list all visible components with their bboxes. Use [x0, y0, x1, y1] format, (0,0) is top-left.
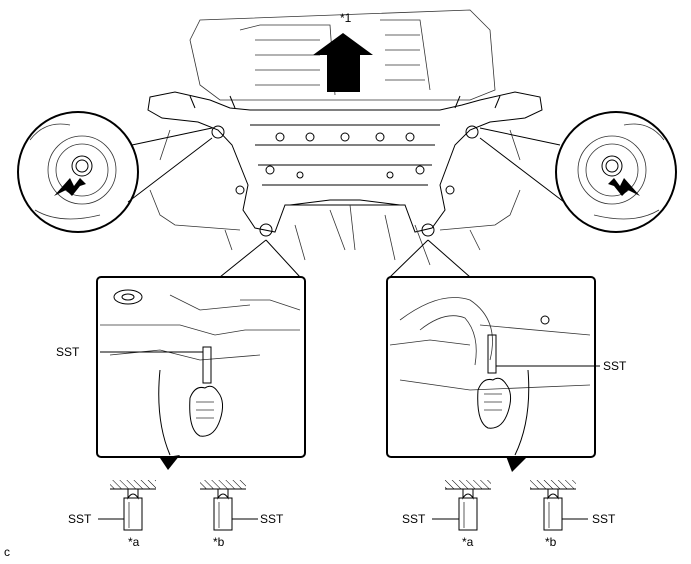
- sst-label-right-a: SST: [402, 512, 426, 526]
- left-zoom-view: [96, 239, 306, 470]
- tool-figure-right-b: [530, 480, 576, 531]
- right-bolt-detail: [479, 111, 677, 233]
- right-zoom-view: [386, 239, 600, 472]
- left-sst-label: SST: [56, 345, 80, 359]
- sst-label-left-a: SST: [68, 512, 92, 526]
- right-arrow-pointer: [608, 178, 640, 196]
- tool-figure-left-b: [200, 480, 246, 531]
- sst-label-right-b: SST: [592, 512, 616, 526]
- caption-a-right: *a: [462, 535, 474, 549]
- tool-figure-left-a: [110, 480, 156, 531]
- caption-b-right: *b: [545, 535, 557, 549]
- left-bolt-detail: [17, 111, 213, 233]
- suspension-member: [147, 91, 543, 266]
- caption-b-left: *b: [213, 535, 225, 549]
- front-direction-arrow: [313, 33, 373, 92]
- left-arrow-pointer: [54, 178, 86, 196]
- front-marker-label: *1: [340, 11, 352, 25]
- caption-a-left: *a: [128, 535, 140, 549]
- illustration-code: c: [4, 545, 10, 559]
- tool-figure-right-a: [445, 480, 491, 531]
- right-sst-label: SST: [603, 359, 627, 373]
- sst-label-left-b: SST: [260, 512, 284, 526]
